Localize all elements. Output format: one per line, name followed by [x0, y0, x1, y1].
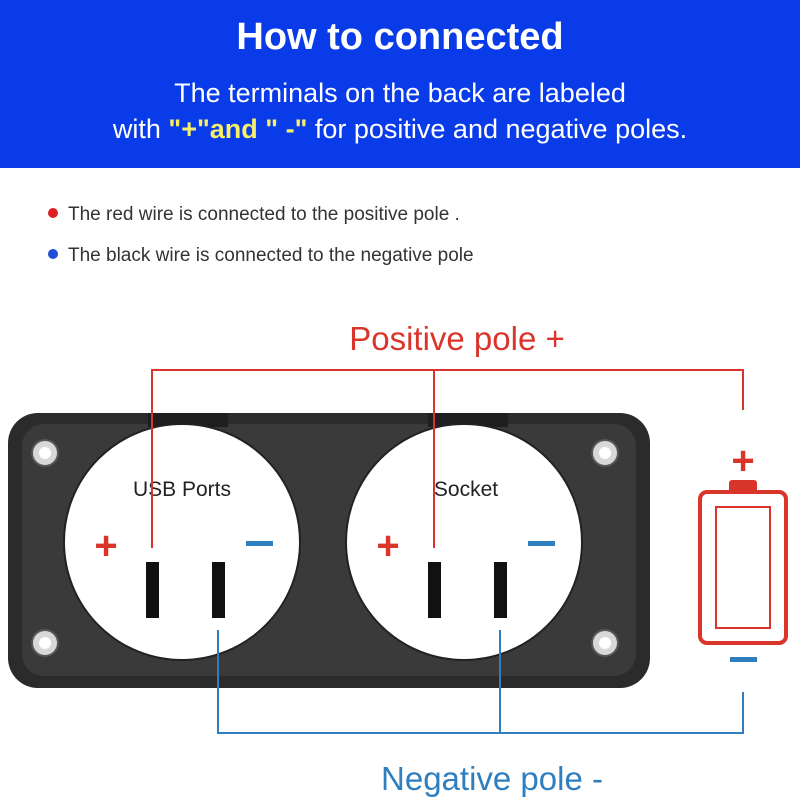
note-text: The red wire is connected to the positiv… [68, 204, 460, 225]
subtitle-line-1: The terminals on the back are labeled [174, 78, 626, 108]
screw-hole-icon [591, 439, 619, 467]
page-title: How to connected [236, 16, 564, 58]
subtitle-highlight: "+"and " -" [168, 114, 308, 144]
plus-sign: + [94, 524, 117, 568]
positive-wire [151, 369, 744, 548]
screw-hole-icon [31, 629, 59, 657]
socket-disc [345, 423, 583, 661]
negative-wire [217, 630, 744, 734]
minus-sign-icon [246, 541, 273, 546]
blue-dot-icon [48, 248, 58, 259]
negative-pole-label: Negative pole - [381, 760, 603, 797]
note-red-wire: The red wire is connected to the positiv… [48, 204, 460, 226]
note-black-wire: The black wire is connected to the negat… [48, 245, 474, 267]
screw-hole-icon [31, 439, 59, 467]
usb-ports-label: USB Ports [133, 478, 231, 501]
socket-label: Socket [434, 478, 498, 501]
terminal-icon [212, 562, 225, 618]
red-dot-icon [48, 207, 58, 218]
battery-minus-icon [730, 657, 757, 662]
subtitle-prefix: with [112, 114, 169, 144]
plus-sign: + [376, 524, 399, 568]
note-text: The black wire is connected to the negat… [68, 245, 474, 266]
terminal-icon [428, 562, 441, 618]
battery-icon [698, 480, 788, 645]
terminal-icon [494, 562, 507, 618]
screw-hole-icon [591, 629, 619, 657]
header-banner: How to connected The terminals on the ba… [0, 0, 800, 168]
positive-pole-label: Positive pole + [349, 320, 565, 357]
terminal-icon [146, 562, 159, 618]
subtitle-suffix: for positive and negative poles. [307, 114, 688, 144]
usb-port-disc [63, 423, 301, 661]
subtitle-line-2: with "+"and " -" for positive and negati… [0, 114, 800, 145]
battery-plus-sign: + [731, 439, 754, 483]
minus-sign-icon [528, 541, 555, 546]
